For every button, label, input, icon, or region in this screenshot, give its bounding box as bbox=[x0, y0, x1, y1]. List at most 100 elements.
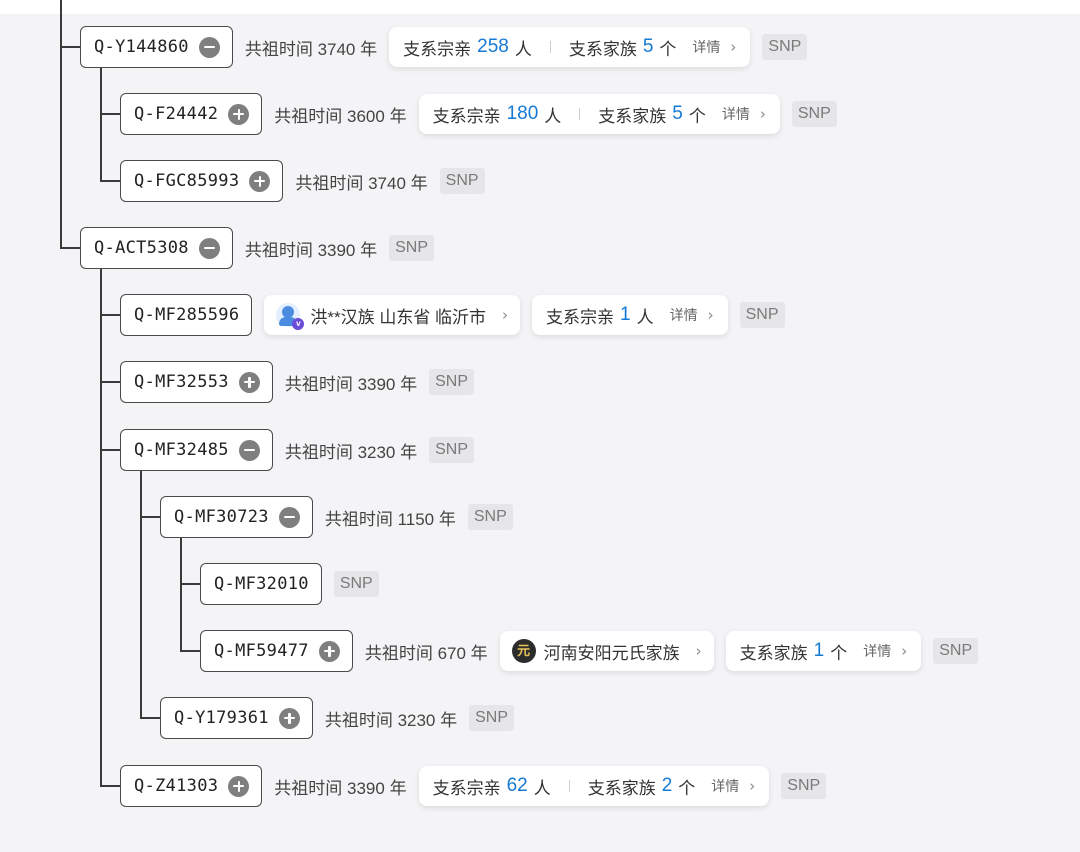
haplogroup-tag[interactable]: Q-MF32485 bbox=[120, 429, 273, 471]
haplogroup-tag[interactable]: Q-Y179361 bbox=[160, 697, 313, 739]
collapse-icon[interactable] bbox=[238, 439, 260, 461]
connector-line bbox=[100, 268, 102, 787]
expand-icon[interactable] bbox=[238, 371, 260, 393]
connector-line bbox=[100, 67, 102, 182]
haplogroup-id: Q-ACT5308 bbox=[94, 238, 189, 258]
haplogroup-id: Q-Y179361 bbox=[174, 708, 269, 728]
tree-node: Q-Z41303 共祖时间 3390 年 支系宗亲 62 人 支系家族 2 个 … bbox=[120, 765, 827, 807]
branch-family-count: 5 bbox=[672, 103, 683, 124]
family-crest-icon: 元 bbox=[511, 639, 536, 663]
chevron-right-icon: › bbox=[749, 777, 756, 795]
tmrca-text: 共祖时间 3390 年 bbox=[274, 778, 407, 798]
collapse-icon[interactable] bbox=[278, 506, 300, 528]
branch-summary-card[interactable]: 支系宗亲 62 人 支系家族 2 个 详情 › bbox=[418, 766, 770, 806]
person-info: 洪**汉族 山东省 临沂市 bbox=[310, 307, 487, 327]
snp-badge[interactable]: SNP bbox=[933, 638, 979, 664]
tmrca-text: 共祖时间 1150 年 bbox=[324, 509, 456, 529]
expand-icon[interactable] bbox=[249, 170, 271, 192]
tree-node: Q-MF30723 共祖时间 1150 年 SNP bbox=[160, 496, 513, 538]
details-link[interactable]: 详情 bbox=[692, 39, 721, 55]
connector-line bbox=[140, 717, 160, 719]
person-card[interactable]: v 洪**汉族 山东省 临沂市 › bbox=[264, 295, 521, 335]
snp-badge[interactable]: SNP bbox=[429, 369, 475, 395]
branch-clan-count: 1 bbox=[620, 304, 631, 325]
connector-line bbox=[100, 785, 120, 787]
snp-badge[interactable]: SNP bbox=[389, 235, 435, 261]
chevron-right-icon: › bbox=[695, 642, 702, 660]
divider bbox=[568, 780, 570, 792]
connector-line bbox=[100, 180, 120, 182]
haplogroup-tag[interactable]: Q-FGC85993 bbox=[120, 160, 284, 202]
snp-badge[interactable]: SNP bbox=[469, 705, 515, 731]
haplogroup-tag[interactable]: Q-Y144860 bbox=[80, 26, 233, 68]
details-link[interactable]: 详情 bbox=[721, 106, 750, 122]
expand-icon[interactable] bbox=[318, 640, 340, 662]
expand-icon[interactable] bbox=[278, 707, 300, 729]
connector-line bbox=[100, 314, 120, 316]
chevron-right-icon: › bbox=[759, 105, 766, 123]
tree-node: Q-MF32553 共祖时间 3390 年 SNP bbox=[120, 361, 475, 403]
haplogroup-tag[interactable]: Q-MF59477 bbox=[200, 630, 353, 672]
chevron-right-icon: › bbox=[707, 306, 714, 324]
haplogroup-id: Q-MF285596 bbox=[134, 305, 240, 325]
divider bbox=[549, 41, 551, 53]
collapse-icon[interactable] bbox=[198, 36, 220, 58]
haplogroup-tag[interactable]: Q-Z41303 bbox=[120, 765, 263, 807]
snp-badge[interactable]: SNP bbox=[762, 34, 808, 60]
snp-badge[interactable]: SNP bbox=[467, 504, 513, 530]
haplogroup-id: Q-Y144860 bbox=[94, 37, 189, 57]
haplogroup-tag[interactable]: Q-ACT5308 bbox=[80, 227, 233, 269]
haplogroup-tag[interactable]: Q-MF32553 bbox=[120, 361, 273, 403]
chevron-right-icon: › bbox=[502, 306, 509, 324]
haplogroup-id: Q-MF30723 bbox=[174, 507, 269, 527]
haplogroup-tag[interactable]: Q-MF30723 bbox=[160, 496, 313, 538]
connector-line bbox=[100, 381, 120, 383]
tree-node: Q-MF32010 SNP bbox=[200, 563, 379, 605]
tree-node: Q-MF285596 v 洪**汉族 山东省 临沂市 › 支系宗亲 1 人 详情… bbox=[120, 294, 785, 336]
haplogroup-id: Q-FGC85993 bbox=[134, 171, 240, 191]
haplogroup-id: Q-F24442 bbox=[134, 104, 219, 124]
branch-summary-card[interactable]: 支系宗亲 258 人 支系家族 5 个 详情 › bbox=[389, 27, 751, 67]
snp-badge[interactable]: SNP bbox=[739, 302, 785, 328]
branch-clan-count: 258 bbox=[477, 36, 509, 57]
connector-line bbox=[60, 46, 80, 48]
snp-badge[interactable]: SNP bbox=[791, 101, 837, 127]
connector-line bbox=[60, 247, 80, 249]
haplogroup-tag[interactable]: Q-MF285596 bbox=[120, 294, 253, 336]
haplogroup-tag[interactable]: Q-F24442 bbox=[120, 93, 263, 135]
tree-node: Q-FGC85993 共祖时间 3740 年 SNP bbox=[120, 160, 485, 202]
haplogroup-tag[interactable]: Q-MF32010 bbox=[200, 563, 322, 605]
tree-node: Q-Y179361 共祖时间 3230 年 SNP bbox=[160, 697, 515, 739]
connector-line bbox=[180, 583, 200, 585]
details-link[interactable]: 详情 bbox=[863, 643, 892, 659]
snp-badge[interactable]: SNP bbox=[439, 168, 485, 194]
collapse-icon[interactable] bbox=[198, 237, 220, 259]
tree-node: Q-F24442 共祖时间 3600 年 支系宗亲 180 人 支系家族 5 个… bbox=[120, 93, 837, 135]
family-card[interactable]: 元 河南安阳元氏家族 › bbox=[499, 631, 714, 671]
chevron-right-icon: › bbox=[901, 642, 908, 660]
expand-icon[interactable] bbox=[228, 775, 250, 797]
tmrca-text: 共祖时间 3230 年 bbox=[324, 710, 458, 730]
tmrca-text: 共祖时间 3390 年 bbox=[284, 374, 418, 394]
branch-summary-card[interactable]: 支系宗亲 1 人 详情 › bbox=[532, 295, 728, 335]
tmrca-text: 共祖时间 3740 年 bbox=[295, 173, 428, 193]
haplogroup-id: Q-MF59477 bbox=[214, 641, 309, 661]
connector-line bbox=[180, 650, 200, 652]
details-link[interactable]: 详情 bbox=[711, 778, 740, 794]
branch-clan-count: 180 bbox=[506, 103, 539, 124]
snp-badge[interactable]: SNP bbox=[781, 773, 827, 799]
details-link[interactable]: 详情 bbox=[669, 307, 698, 323]
tmrca-text: 共祖时间 3390 年 bbox=[244, 240, 378, 260]
branch-summary-card[interactable]: 支系宗亲 180 人 支系家族 5 个 详情 › bbox=[418, 94, 780, 134]
tmrca-text: 共祖时间 3740 年 bbox=[244, 39, 378, 59]
expand-icon[interactable] bbox=[228, 103, 250, 125]
connector-line bbox=[100, 449, 120, 451]
branch-family-count: 1 bbox=[813, 640, 825, 661]
connector-line bbox=[140, 470, 142, 719]
branch-summary-card[interactable]: 支系家族 1 个 详情 › bbox=[725, 631, 922, 671]
snp-badge[interactable]: SNP bbox=[333, 571, 379, 597]
snp-badge[interactable]: SNP bbox=[429, 437, 475, 463]
tmrca-text: 共祖时间 3600 年 bbox=[274, 106, 407, 126]
person-avatar-icon: v bbox=[276, 303, 305, 330]
connector-line bbox=[180, 537, 182, 652]
